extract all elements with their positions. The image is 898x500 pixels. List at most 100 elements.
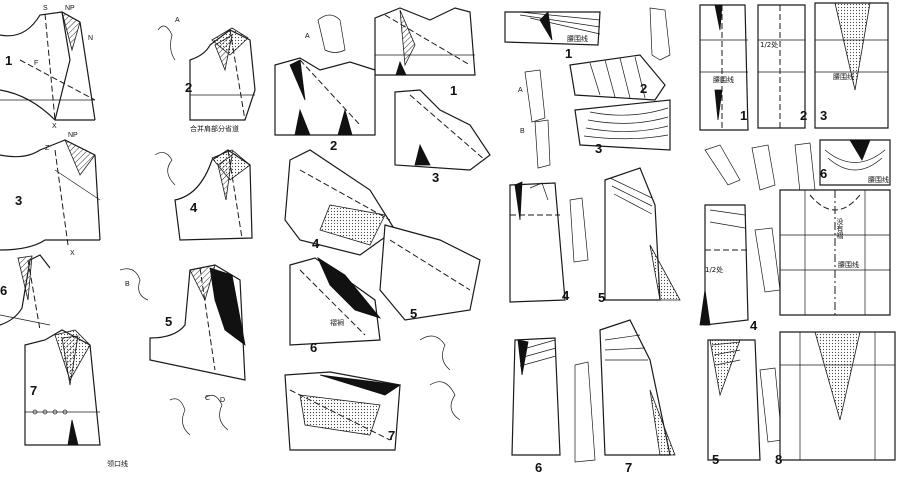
label-np-3: NP — [68, 132, 78, 139]
sketch-collar-c — [169, 398, 191, 436]
figure-3-center: 3 — [394, 89, 491, 185]
figure-3-number: 3 — [15, 193, 22, 208]
figure-7-skirt-number: 7 — [625, 460, 632, 475]
figure-6-right-number: 6 — [820, 166, 827, 181]
figure-2-left: 2 A — [157, 17, 256, 121]
figure-6-center: 6 — [289, 256, 382, 355]
figure-3-right-number: 3 — [820, 108, 827, 123]
figure-3-skirt-number: 3 — [595, 141, 602, 156]
figure-4-right: 4 — [699, 204, 758, 333]
caption-waist-line-a: 腰围线 — [567, 35, 588, 43]
panel-bodice-pieces: 1 A 2 3 4 5 — [274, 7, 491, 451]
panel-skirt-drape: 1 2 A 3 B 4 5 — [504, 7, 681, 475]
label-s: S — [43, 5, 48, 12]
figure-3-skirt: 3 — [574, 99, 671, 156]
label-x-3: X — [70, 250, 75, 257]
label-x: X — [52, 123, 57, 130]
figure-5-center: 5 — [379, 224, 481, 321]
figure-2-skirt: 2 — [569, 54, 666, 101]
caption-waist-line-b: 腰围线 — [713, 76, 734, 84]
caption-waist-line-c: 腰围线 — [833, 73, 854, 81]
caption-waist-line-d: 腰围线 — [868, 176, 889, 184]
figure-6-number: 6 — [0, 283, 7, 298]
figure-7-center-number: 7 — [388, 428, 395, 443]
figure-1-center: 1 — [374, 7, 476, 98]
figure-4-skirt-number: 4 — [562, 288, 570, 303]
figure-5-number: 5 — [165, 314, 172, 329]
sketch-skirt-e — [574, 361, 596, 463]
label-a: A — [175, 17, 180, 24]
figure-4-center-number: 4 — [312, 236, 320, 251]
panel-bodice-darts: 1 NP S N X F 2 A 3 NP Z — [0, 5, 256, 446]
figure-4-skirt: 4 — [509, 181, 570, 303]
figure-5-center-number: 5 — [410, 306, 417, 321]
label-c-5: C — [205, 395, 210, 402]
sketch-skirt-c — [534, 119, 551, 169]
panel-pants-patterns: 1 2 3 6 4 — [699, 2, 896, 467]
caption-half-b: 1/2处 — [705, 266, 724, 274]
caption-fold: 褶裥 — [330, 319, 344, 327]
sketch-collar-d — [204, 394, 229, 431]
figure-1-right-number: 1 — [740, 108, 747, 123]
figure-7-number: 7 — [30, 383, 37, 398]
figure-1-skirt: 1 — [504, 11, 601, 61]
figure-6-left: 6 — [0, 254, 51, 331]
figure-1-right: 1 — [699, 4, 749, 131]
label-np: NP — [65, 5, 75, 12]
figure-4-right-number: 4 — [750, 318, 758, 333]
figure-2-right: 2 — [757, 4, 807, 129]
label-d-5: D — [220, 397, 225, 404]
figure-7-center: 7 — [284, 371, 402, 451]
figure-8-right-number: 8 — [775, 452, 782, 467]
figure-4-left: 4 — [154, 149, 253, 241]
figure-2-right-number: 2 — [800, 108, 807, 123]
label-f: F — [34, 60, 38, 67]
figure-7-right — [779, 189, 891, 316]
sketch-pants-d — [754, 227, 781, 293]
figure-8-right: 8 — [775, 331, 896, 467]
sketch-pants-b — [751, 144, 776, 191]
label-a-skirt: A — [518, 87, 523, 94]
figure-5-skirt-number: 5 — [598, 290, 605, 305]
figure-1-number: 1 — [5, 53, 12, 68]
figure-5-right: 5 — [707, 339, 761, 467]
figure-2-center: 2 — [274, 57, 376, 153]
figure-6-skirt: 6 — [511, 337, 561, 475]
sketch-skirt-b — [524, 69, 546, 123]
caption-collar-line: 领口线 — [107, 460, 128, 468]
figure-7-skirt: 7 — [599, 319, 676, 475]
label-z-3: Z — [45, 145, 50, 152]
figure-2-number: 2 — [185, 80, 192, 95]
sketch-model-a — [317, 14, 346, 53]
figure-2-center-number: 2 — [330, 138, 337, 153]
figure-6-skirt-number: 6 — [535, 460, 542, 475]
sketch-pants-e — [759, 367, 783, 443]
figure-1-left: 1 NP S N X F — [0, 5, 96, 130]
sketch-model-c — [429, 381, 461, 421]
caption-half-a: 1/2处 — [760, 41, 779, 49]
figure-3-right: 3 — [814, 2, 889, 129]
sketch-pants-c — [794, 142, 816, 193]
figure-3-left: 3 NP Z X — [0, 132, 101, 257]
figure-4-number: 4 — [190, 200, 198, 215]
figure-2-skirt-number: 2 — [640, 81, 647, 96]
caption-dart-merge: 合并肩部分省道 — [190, 125, 239, 133]
figure-6-right: 6 — [819, 139, 891, 186]
sketch-pants-a — [704, 144, 741, 186]
figure-1-center-number: 1 — [450, 83, 457, 98]
figure-5-right-number: 5 — [712, 452, 719, 467]
sketch-skirt-a — [649, 7, 671, 61]
label-a-center: A — [305, 33, 310, 40]
figure-1-skirt-number: 1 — [565, 46, 572, 61]
figure-6-center-number: 6 — [310, 340, 317, 355]
sketch-model-b — [419, 335, 451, 371]
caption-waist-line-e: 腰围线 — [838, 261, 859, 269]
label-b-5: B — [125, 281, 130, 288]
figure-7-left: 7 — [24, 329, 101, 446]
caption-guide-text: 没有褶 — [836, 218, 844, 239]
label-n: N — [88, 35, 93, 42]
label-b-skirt: B — [520, 128, 525, 135]
figure-5-left: 5 B C D — [119, 264, 246, 404]
